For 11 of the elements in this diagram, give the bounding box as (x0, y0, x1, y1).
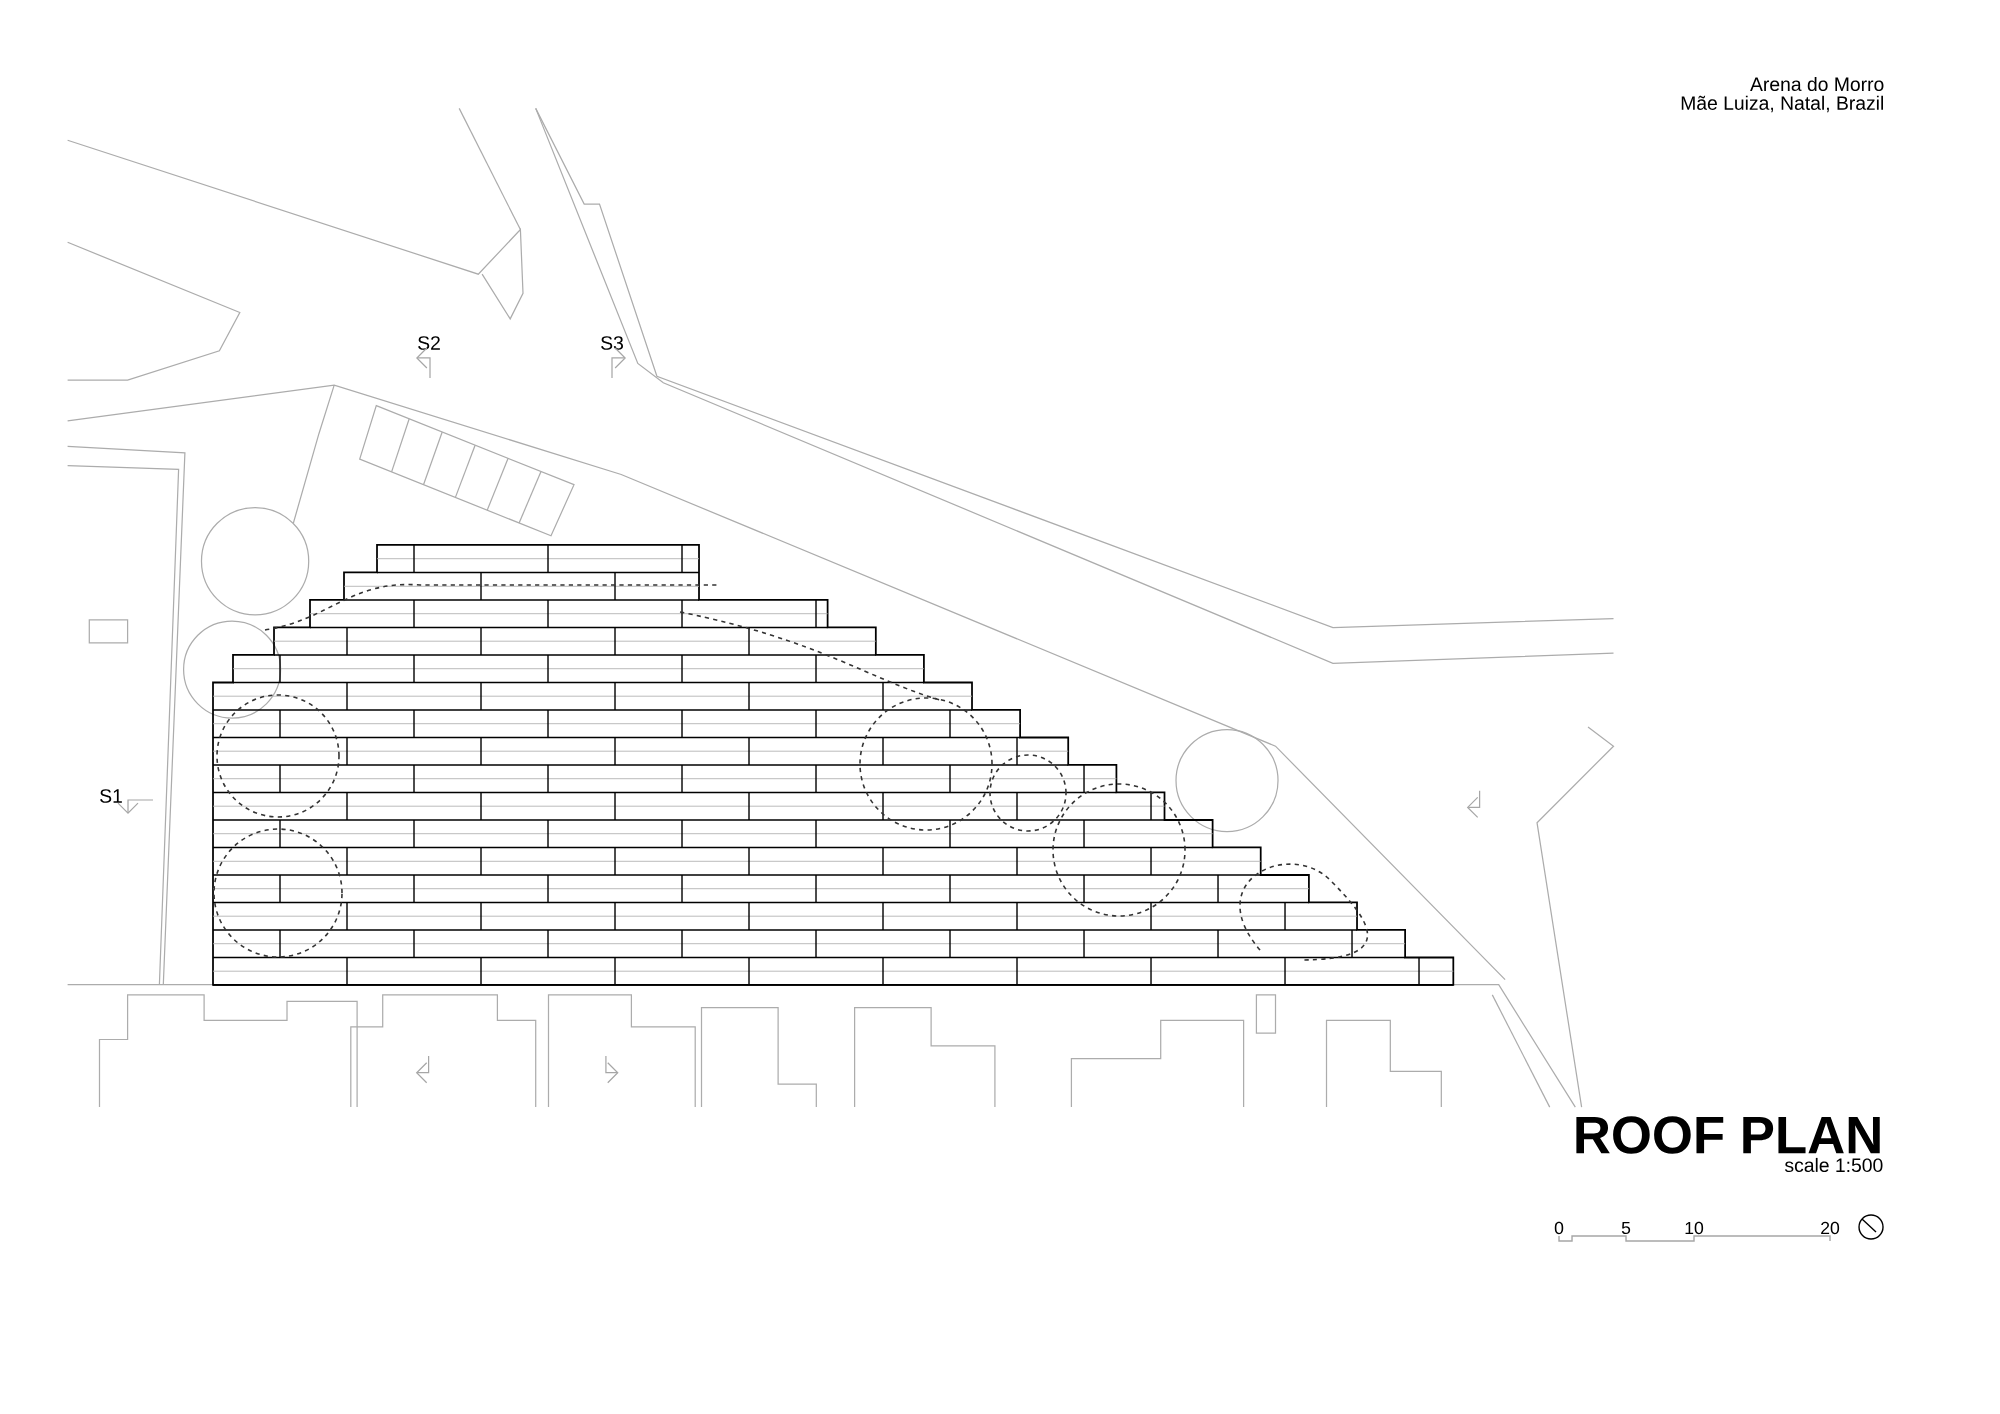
section-label: S3 (601, 336, 623, 350)
location-text: Mãe Luiza, Natal, Brazil (1681, 95, 1883, 113)
scale-number: 10 (1685, 1221, 1704, 1235)
section-label: S2 (418, 336, 440, 350)
scale-number: 5 (1621, 1221, 1631, 1235)
title: ROOF PLAN (1576, 1116, 1880, 1154)
scale-text: scale 1:500 (1785, 1157, 1883, 1173)
project-name: Arena do Morro (1750, 76, 1884, 92)
scale-number: 20 (1821, 1221, 1840, 1235)
section-label: S1 (100, 789, 122, 803)
scale-number: 0 (1554, 1221, 1564, 1235)
